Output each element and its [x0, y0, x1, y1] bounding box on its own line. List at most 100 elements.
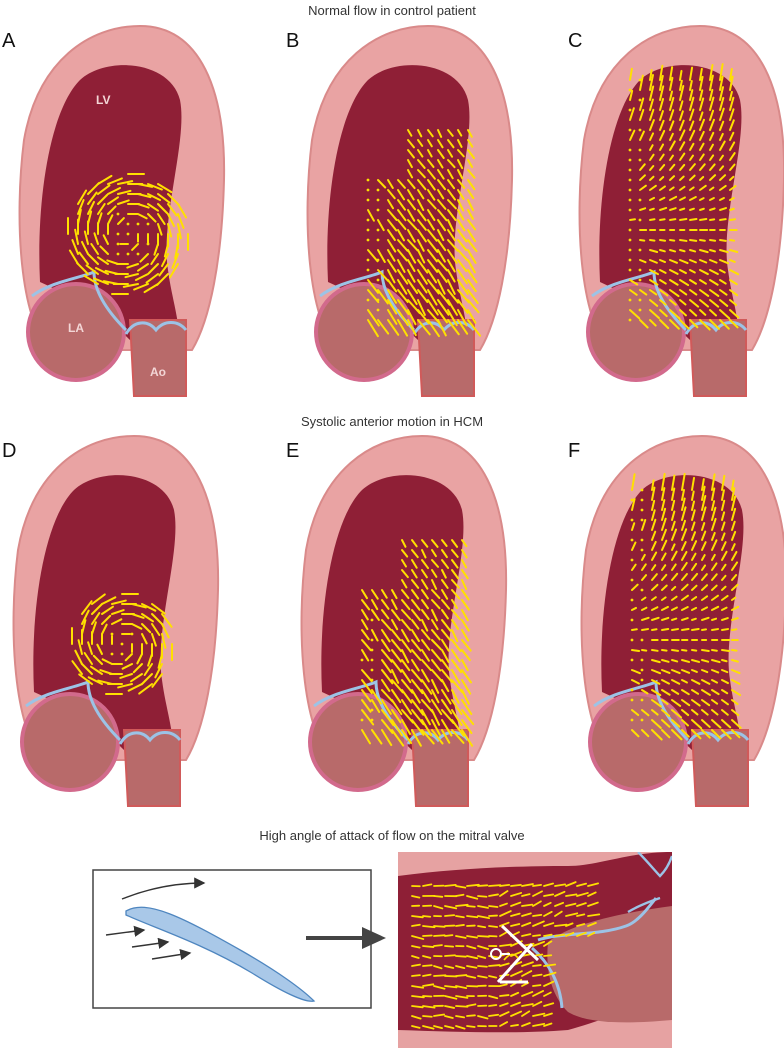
flow-vector [147, 653, 153, 667]
flow-vector [659, 206, 668, 211]
panel-letter-c: C [568, 30, 583, 52]
flow-vector [639, 130, 645, 141]
flow-vector [701, 564, 707, 571]
flow-dot [126, 222, 130, 226]
flow-vector [711, 553, 716, 561]
flow-vector [543, 882, 554, 887]
flow-vector [437, 169, 445, 180]
flow-vector [422, 983, 435, 987]
flow-vector [455, 893, 465, 897]
flow-vector [681, 472, 686, 491]
flow-vector [437, 269, 448, 283]
flow-vector [461, 689, 470, 705]
flow-vector [521, 1003, 534, 1007]
flow-vector [83, 274, 99, 285]
flow-vector [699, 130, 705, 141]
flow-vector [679, 207, 686, 211]
flow-vector [721, 521, 726, 531]
flow-vector [433, 985, 446, 990]
flow-vector [447, 289, 460, 304]
flow-dot [376, 208, 380, 212]
flow-vector [709, 186, 715, 191]
flow-vector [467, 129, 473, 138]
flow-vector [367, 279, 379, 294]
flow-vector [466, 955, 479, 960]
flow-vector [649, 132, 655, 141]
flow-vector [441, 539, 448, 547]
flow-vector [711, 729, 722, 740]
flow-vector [679, 152, 686, 161]
flow-vector [401, 549, 409, 558]
flow-vector [150, 253, 159, 265]
flow-vector [669, 259, 678, 264]
flow-vector [659, 64, 664, 81]
flow-vector [729, 299, 738, 306]
flow-vector [401, 539, 407, 548]
flow-vector [371, 729, 383, 745]
flow-vector [543, 980, 555, 987]
flow-vector [411, 1025, 421, 1029]
flow-vector [467, 209, 474, 220]
flow-vector [407, 189, 415, 201]
flow-vector [689, 289, 698, 296]
flow-vector [141, 623, 152, 634]
flow-vector [499, 921, 510, 927]
flow-dot [638, 158, 642, 162]
flow-vector [391, 719, 403, 737]
flow-vector [669, 132, 674, 141]
flow-vector [477, 955, 487, 959]
flow-vector [441, 559, 450, 569]
flow-dot [638, 78, 642, 82]
flow-vector [649, 279, 659, 286]
flow-vector [97, 203, 106, 215]
flow-vector [671, 499, 676, 511]
flow-vector [457, 229, 468, 243]
flow-dot [630, 638, 634, 642]
flow-vector [691, 729, 702, 740]
flow-vector [381, 619, 392, 631]
flow-vector [93, 277, 109, 285]
flow-vector [587, 921, 597, 927]
flow-dot [640, 718, 644, 722]
flow-vector [391, 709, 402, 724]
flow-vector [147, 213, 157, 223]
flow-vector [431, 549, 437, 558]
flow-vector [671, 649, 680, 652]
flow-vector [649, 175, 655, 181]
flow-vector [671, 550, 678, 561]
flow-vector [137, 203, 150, 209]
flow-vector [651, 530, 657, 541]
flow-dot [370, 668, 374, 672]
flow-vector [701, 584, 709, 591]
flow-vector [461, 639, 472, 652]
flow-vector [107, 186, 122, 195]
flow-vector [711, 669, 720, 674]
flow-vector [651, 564, 657, 571]
flow-vector [381, 639, 391, 652]
left-atrium [308, 692, 408, 792]
flow-dot [366, 268, 370, 272]
flow-vector [649, 69, 653, 81]
flow-dot [116, 232, 120, 236]
flow-vector [701, 595, 709, 601]
flow-vector [401, 689, 413, 704]
flow-vector [711, 709, 719, 716]
flow-dot [628, 238, 632, 242]
flow-vector [729, 90, 733, 101]
flow-vector [467, 159, 474, 169]
flow-vector [387, 189, 396, 200]
flow-vector [444, 985, 458, 989]
flow-vector [371, 599, 379, 611]
flow-vector [576, 931, 587, 937]
flow-vector [417, 319, 431, 336]
flow-dot [640, 658, 644, 662]
flow-vector [117, 683, 133, 689]
flow-vector [467, 309, 477, 324]
flow-vector [631, 709, 640, 717]
heart-panel-c [570, 20, 784, 400]
flow-vector [427, 269, 438, 284]
flow-vector [457, 129, 463, 137]
flow-vector [461, 609, 469, 622]
flow-vector [444, 945, 455, 948]
flow-vector [661, 573, 668, 581]
